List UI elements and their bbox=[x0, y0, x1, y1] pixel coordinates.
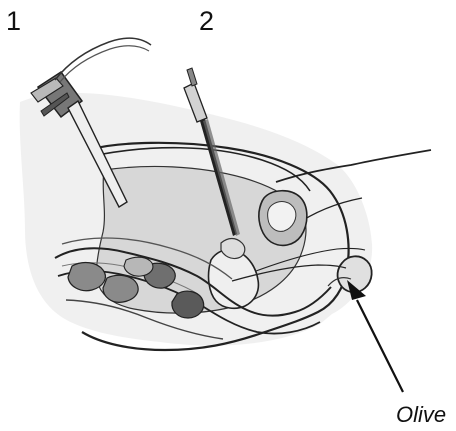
arrow-to-olive-icon bbox=[347, 280, 403, 392]
instrument-1-label: 1 bbox=[6, 8, 21, 35]
olive-label: Olive bbox=[396, 404, 446, 426]
instrument-2-label: 2 bbox=[199, 8, 214, 35]
